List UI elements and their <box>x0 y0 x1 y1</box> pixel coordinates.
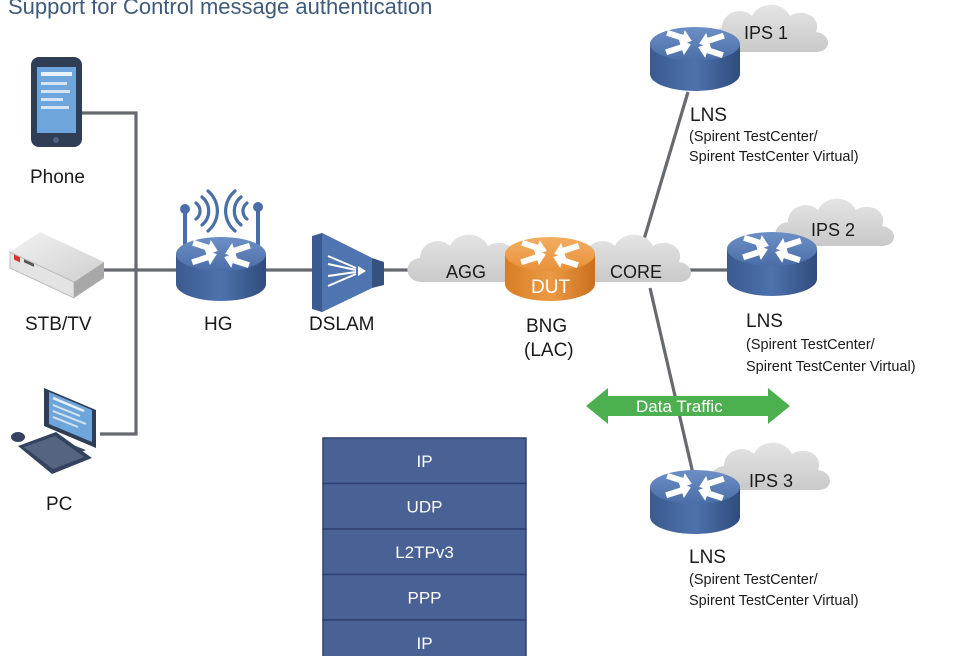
data-traffic-label: Data Traffic <box>636 397 723 416</box>
protocol-layer-label: IP <box>416 452 432 471</box>
hg-label: HG <box>204 314 233 335</box>
phone-label: Phone <box>30 167 85 188</box>
lns3-router <box>650 468 740 534</box>
wifi-icon <box>194 189 249 233</box>
core-lns3-link <box>648 287 696 479</box>
dut-label: DUT <box>531 277 570 298</box>
stb-label: STB/TV <box>25 314 92 335</box>
lac-label: (LAC) <box>524 340 574 361</box>
protocol-layer <box>322 482 527 530</box>
pc-link <box>100 270 138 436</box>
phone-icon <box>31 57 82 147</box>
lns3-detail-1: (Spirent TestCenter/ <box>689 572 819 588</box>
ips3-label: IPS 3 <box>749 471 793 491</box>
home-gateway-router <box>176 189 266 301</box>
lns2-label: LNS <box>746 311 783 332</box>
lns3-detail-2: Spirent TestCenter Virtual) <box>689 593 859 609</box>
ips1-label: IPS 1 <box>744 23 788 43</box>
protocol-layer <box>322 437 527 485</box>
lns1-detail-2: Spirent TestCenter Virtual) <box>689 149 859 165</box>
dslam-icon <box>312 233 384 312</box>
lns2-detail-2: Spirent TestCenter Virtual) <box>746 359 916 375</box>
dslam-label: DSLAM <box>309 314 374 335</box>
lns1-detail-1: (Spirent TestCenter/ <box>689 129 819 145</box>
lns2-detail-1: (Spirent TestCenter/ <box>746 337 876 353</box>
protocol-layer-label: UDP <box>407 497 443 516</box>
pc-label: PC <box>46 494 72 515</box>
protocol-layer <box>322 619 527 656</box>
page-title: Support for Control message authenticati… <box>8 0 432 19</box>
core-lns1-link <box>640 91 690 247</box>
lns1-label: LNS <box>690 105 727 126</box>
protocol-layer-label: L2TPv3 <box>395 543 454 562</box>
lns3-label: LNS <box>689 547 726 568</box>
phone-link <box>82 111 138 270</box>
protocol-layer <box>322 528 527 576</box>
set-top-box-icon <box>9 232 104 299</box>
protocol-layer-label: PPP <box>407 588 441 607</box>
protocol-layer <box>322 573 527 621</box>
lns2-router <box>727 230 817 296</box>
data-traffic-arrow <box>586 388 790 424</box>
core-label: CORE <box>610 262 662 282</box>
protocol-layer-label: IP <box>416 634 432 653</box>
lns1-router <box>650 25 740 91</box>
pc-icon <box>11 388 96 474</box>
agg-label: AGG <box>446 262 486 282</box>
ips2-label: IPS 2 <box>811 220 855 240</box>
bng-label: BNG <box>526 316 567 337</box>
